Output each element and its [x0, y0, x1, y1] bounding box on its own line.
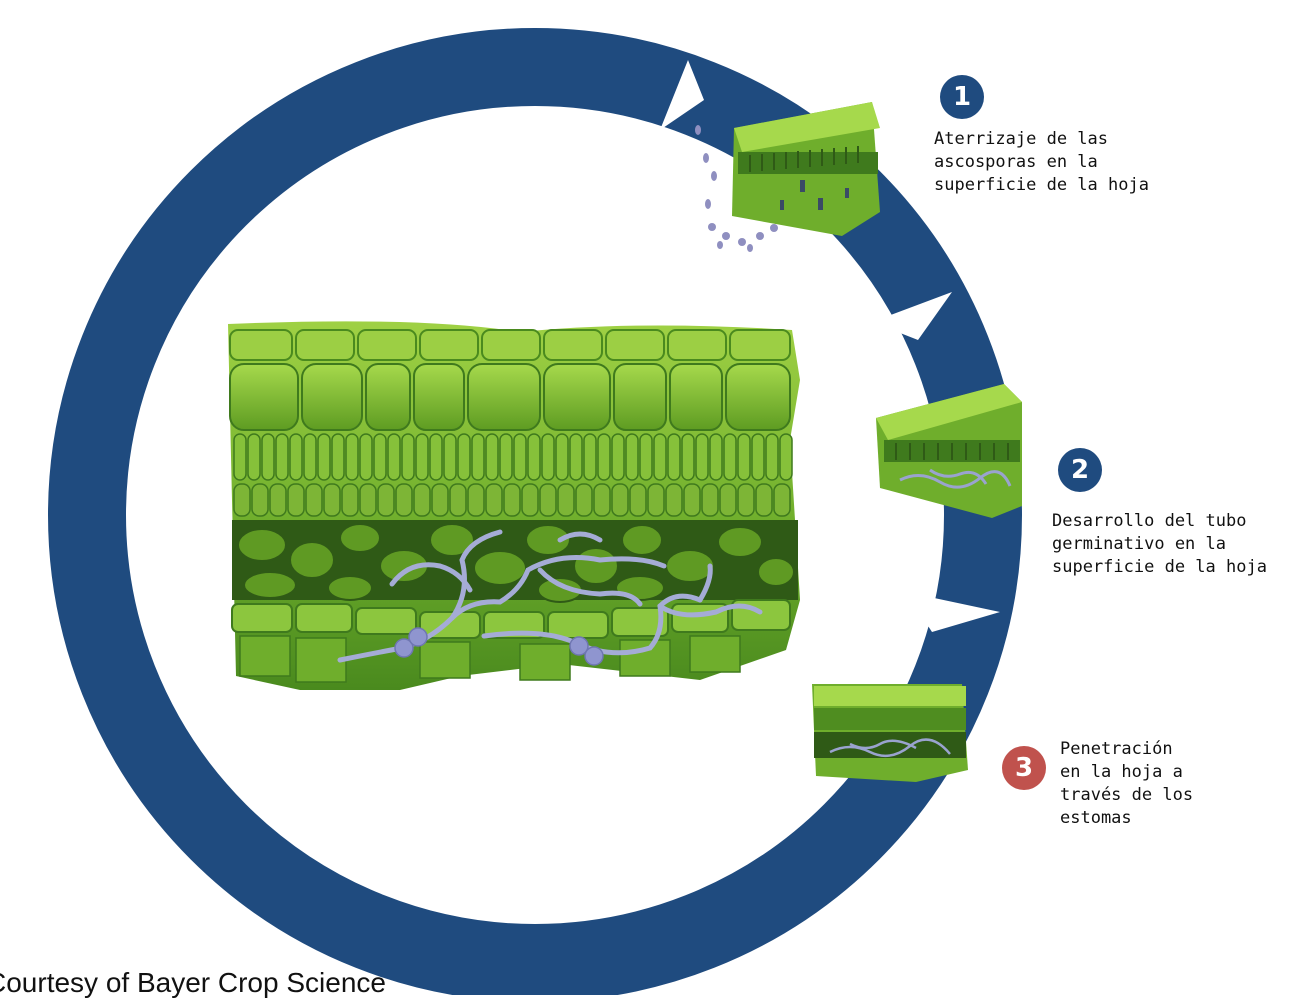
- palisade-cell: [276, 434, 288, 480]
- mesophyll-cell: [738, 484, 754, 516]
- leaf-block-step-3: [812, 684, 968, 782]
- palisade-cell: [360, 434, 372, 480]
- palisade-cell: [500, 434, 512, 480]
- palisade-cell: [556, 434, 568, 480]
- palisade-cell: [318, 434, 330, 480]
- mesophyll-cell: [504, 484, 520, 516]
- mesophyll-cell: [234, 484, 250, 516]
- palisade-cell: [654, 434, 666, 480]
- step-3-badge: 3: [1002, 746, 1046, 790]
- palisade-cell: [444, 434, 456, 480]
- palisade-cell: [724, 434, 736, 480]
- mesophyll-cell: [558, 484, 574, 516]
- palisade-cell: [430, 434, 442, 480]
- palisade-cell: [486, 434, 498, 480]
- palisade-cell: [584, 434, 596, 480]
- image-credit: Courtesy of Bayer Crop Science: [0, 967, 386, 999]
- palisade-cell: [668, 434, 680, 480]
- palisade-cell: [514, 434, 526, 480]
- palisade-cell: [290, 434, 302, 480]
- mesophyll-cell: [774, 484, 790, 516]
- mesophyll-cell: [648, 484, 664, 516]
- step-2-badge: 2: [1058, 448, 1102, 492]
- mesophyll-cell: [432, 484, 448, 516]
- mesophyll-cell: [684, 484, 700, 516]
- palisade-cell: [696, 434, 708, 480]
- palisade-cell: [332, 434, 344, 480]
- leaf-block-step-2: [876, 384, 1022, 518]
- palisade-cell: [304, 434, 316, 480]
- mesophyll-cell: [666, 484, 682, 516]
- palisade-cell: [472, 434, 484, 480]
- palisade-cell: [570, 434, 582, 480]
- leaf-cross-section-illustration: [228, 321, 800, 690]
- mesophyll-cell: [594, 484, 610, 516]
- palisade-cell: [612, 434, 624, 480]
- mesophyll-cell: [630, 484, 646, 516]
- palisade-cell: [248, 434, 260, 480]
- palisade-cell: [780, 434, 792, 480]
- mesophyll-cell: [450, 484, 466, 516]
- step-3-label: Penetración en la hoja a través de los e…: [1060, 738, 1193, 830]
- palisade-cell: [640, 434, 652, 480]
- mesophyll-cell: [540, 484, 556, 516]
- mesophyll-cell: [576, 484, 592, 516]
- step-2-label: Desarrollo del tubo germinativo en la su…: [1052, 510, 1267, 579]
- mesophyll-cell: [468, 484, 484, 516]
- step-1-badge: 1: [940, 75, 984, 119]
- mesophyll-cell: [396, 484, 412, 516]
- mesophyll-cell: [414, 484, 430, 516]
- mesophyll-cell: [612, 484, 628, 516]
- palisade-cell: [374, 434, 386, 480]
- mesophyll-cell: [306, 484, 322, 516]
- mesophyll-cell: [270, 484, 286, 516]
- mesophyll-cell: [522, 484, 538, 516]
- mesophyll-cell: [342, 484, 358, 516]
- palisade-cell: [234, 434, 246, 480]
- palisade-cell: [528, 434, 540, 480]
- palisade-cell: [262, 434, 274, 480]
- mesophyll-cell: [486, 484, 502, 516]
- mesophyll-cell: [360, 484, 376, 516]
- mesophyll-cell: [288, 484, 304, 516]
- palisade-cell: [458, 434, 470, 480]
- palisade-cell: [542, 434, 554, 480]
- palisade-cell: [738, 434, 750, 480]
- palisade-cell: [402, 434, 414, 480]
- palisade-cell: [626, 434, 638, 480]
- mesophyll-cell: [702, 484, 718, 516]
- palisade-cell: [752, 434, 764, 480]
- palisade-cell: [682, 434, 694, 480]
- palisade-cell: [388, 434, 400, 480]
- mesophyll-cell: [324, 484, 340, 516]
- step-1-label: Aterrizaje de las ascosporas en la super…: [934, 128, 1149, 197]
- mesophyll-cell: [252, 484, 268, 516]
- palisade-cell: [416, 434, 428, 480]
- mesophyll-cell: [720, 484, 736, 516]
- palisade-cell: [346, 434, 358, 480]
- mesophyll-cell: [756, 484, 772, 516]
- palisade-cell: [766, 434, 778, 480]
- palisade-cell: [710, 434, 722, 480]
- palisade-cell: [598, 434, 610, 480]
- mesophyll-cell: [378, 484, 394, 516]
